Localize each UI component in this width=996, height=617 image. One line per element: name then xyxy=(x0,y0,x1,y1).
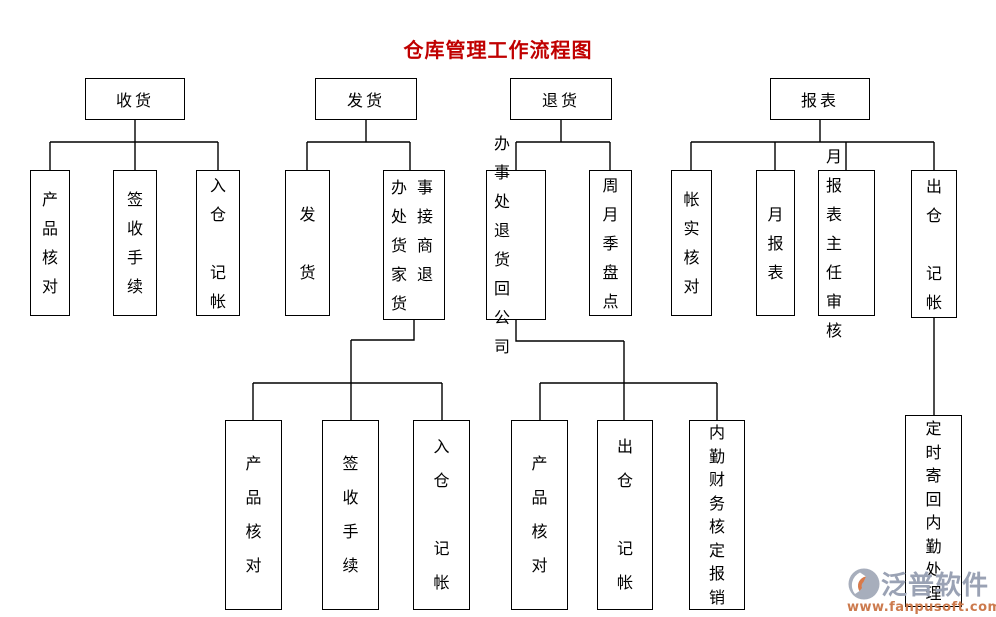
node-periodic-inventory: 周 月 季 盘 点 xyxy=(589,170,632,316)
node-label: 月报 表主 任审 核 xyxy=(826,146,853,340)
node-monthly-report: 月 报 表 xyxy=(756,170,795,316)
node-account-reality-check: 帐 实 核 对 xyxy=(671,170,712,316)
node-shipping: 发货 xyxy=(315,78,417,120)
node-returns: 退货 xyxy=(510,78,612,120)
node-monthly-report-supervisor-review: 月报 表主 任审 核 xyxy=(818,147,875,340)
node-label: 月 报 表 xyxy=(767,204,784,282)
node-sign-procedure-shipping: 签 收 手 续 xyxy=(322,420,379,610)
node-label: 签 收 手 续 xyxy=(342,454,359,575)
node-receiving-label: 收货 xyxy=(115,91,154,110)
node-receiving: 收货 xyxy=(85,78,185,120)
node-label: 入 仓 记 帐 xyxy=(209,175,226,311)
node-office-returns-to-company: 办事 处退 货回 公司 xyxy=(486,134,546,356)
node-label: 出 仓 记 帐 xyxy=(616,437,633,592)
diagram-title: 仓库管理工作流程图 xyxy=(403,38,593,62)
node-ship-goods: 发 货 xyxy=(285,170,330,316)
node-reports-label: 报表 xyxy=(800,91,839,110)
node-label: 帐 实 核 对 xyxy=(683,190,700,296)
node-product-check-shipping: 产 品 核 对 xyxy=(225,420,282,610)
node-label: 发 货 xyxy=(299,204,316,282)
node-label: 产 品 核 对 xyxy=(245,454,262,575)
node-backoffice-finance-reimbursement: 内 勤 财 务 核 定 报 销 xyxy=(689,420,745,610)
node-mail-back-to-backoffice: 定 时 寄 回 内 勤 处 理 xyxy=(905,415,962,607)
fanpu-logo-icon xyxy=(847,567,881,601)
node-sign-procedure-receiving: 签 收 手 续 xyxy=(113,170,157,316)
node-product-check-returns: 产 品 核 对 xyxy=(511,420,568,610)
node-office-receives-merchant-returns: 办事 处接 货商 家退 货 xyxy=(383,170,445,320)
node-label: 办事 处接 货商 家退 货 xyxy=(391,177,444,313)
node-label: 入 仓 记 帐 xyxy=(433,437,450,592)
node-label: 出 仓 记 帐 xyxy=(925,176,942,312)
node-label: 产 品 核 对 xyxy=(531,454,548,575)
node-shipping-label: 发货 xyxy=(346,91,385,110)
node-warehouse-out-returns: 出 仓 记 帐 xyxy=(597,420,653,610)
node-label: 定 时 寄 回 内 勤 处 理 xyxy=(925,419,942,603)
node-label: 内 勤 财 务 核 定 报 销 xyxy=(708,423,725,607)
node-warehouse-in-shipping: 入 仓 记 帐 xyxy=(413,420,470,610)
node-warehouse-in-receiving: 入 仓 记 帐 xyxy=(196,170,240,316)
node-label: 产 品 核 对 xyxy=(41,190,58,296)
node-warehouse-out-reports: 出 仓 记 帐 xyxy=(911,170,957,318)
node-label: 办事 处退 货回 公司 xyxy=(494,134,521,356)
node-label: 周 月 季 盘 点 xyxy=(602,175,619,311)
watermark-brand: 泛普软件 xyxy=(881,571,990,601)
node-product-check-receiving: 产 品 核 对 xyxy=(30,170,70,316)
node-label: 签 收 手 续 xyxy=(126,190,143,296)
node-reports: 报表 xyxy=(770,78,870,120)
watermark: 泛普软件 www.fanpusoft.com xyxy=(847,565,996,615)
node-returns-label: 退货 xyxy=(541,91,580,110)
watermark-url: www.fanpusoft.com xyxy=(847,600,996,615)
